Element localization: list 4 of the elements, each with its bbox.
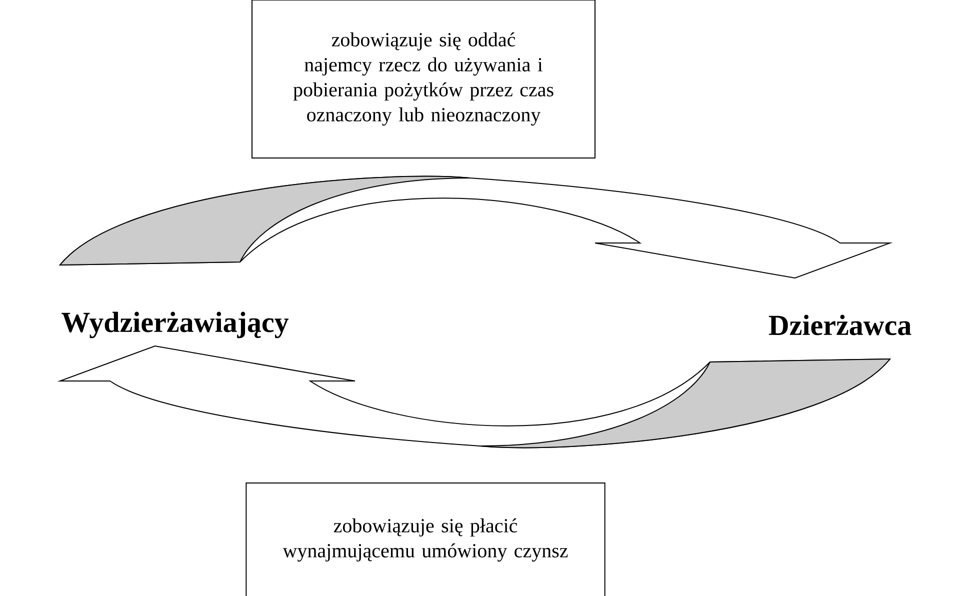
party-label: Wydzierżawiający: [62, 312, 289, 338]
party-label: Dzierżawca: [768, 314, 912, 336]
text-box: zobowiązuje się oddać najemcy rzecz do używania i pobierania pożytków przez czas oznaczony lub nieoznaczony: [252, 0, 596, 158]
text-box: zobowiązuje się płacić wynajmującemu umówiony czynsz: [246, 482, 606, 596]
